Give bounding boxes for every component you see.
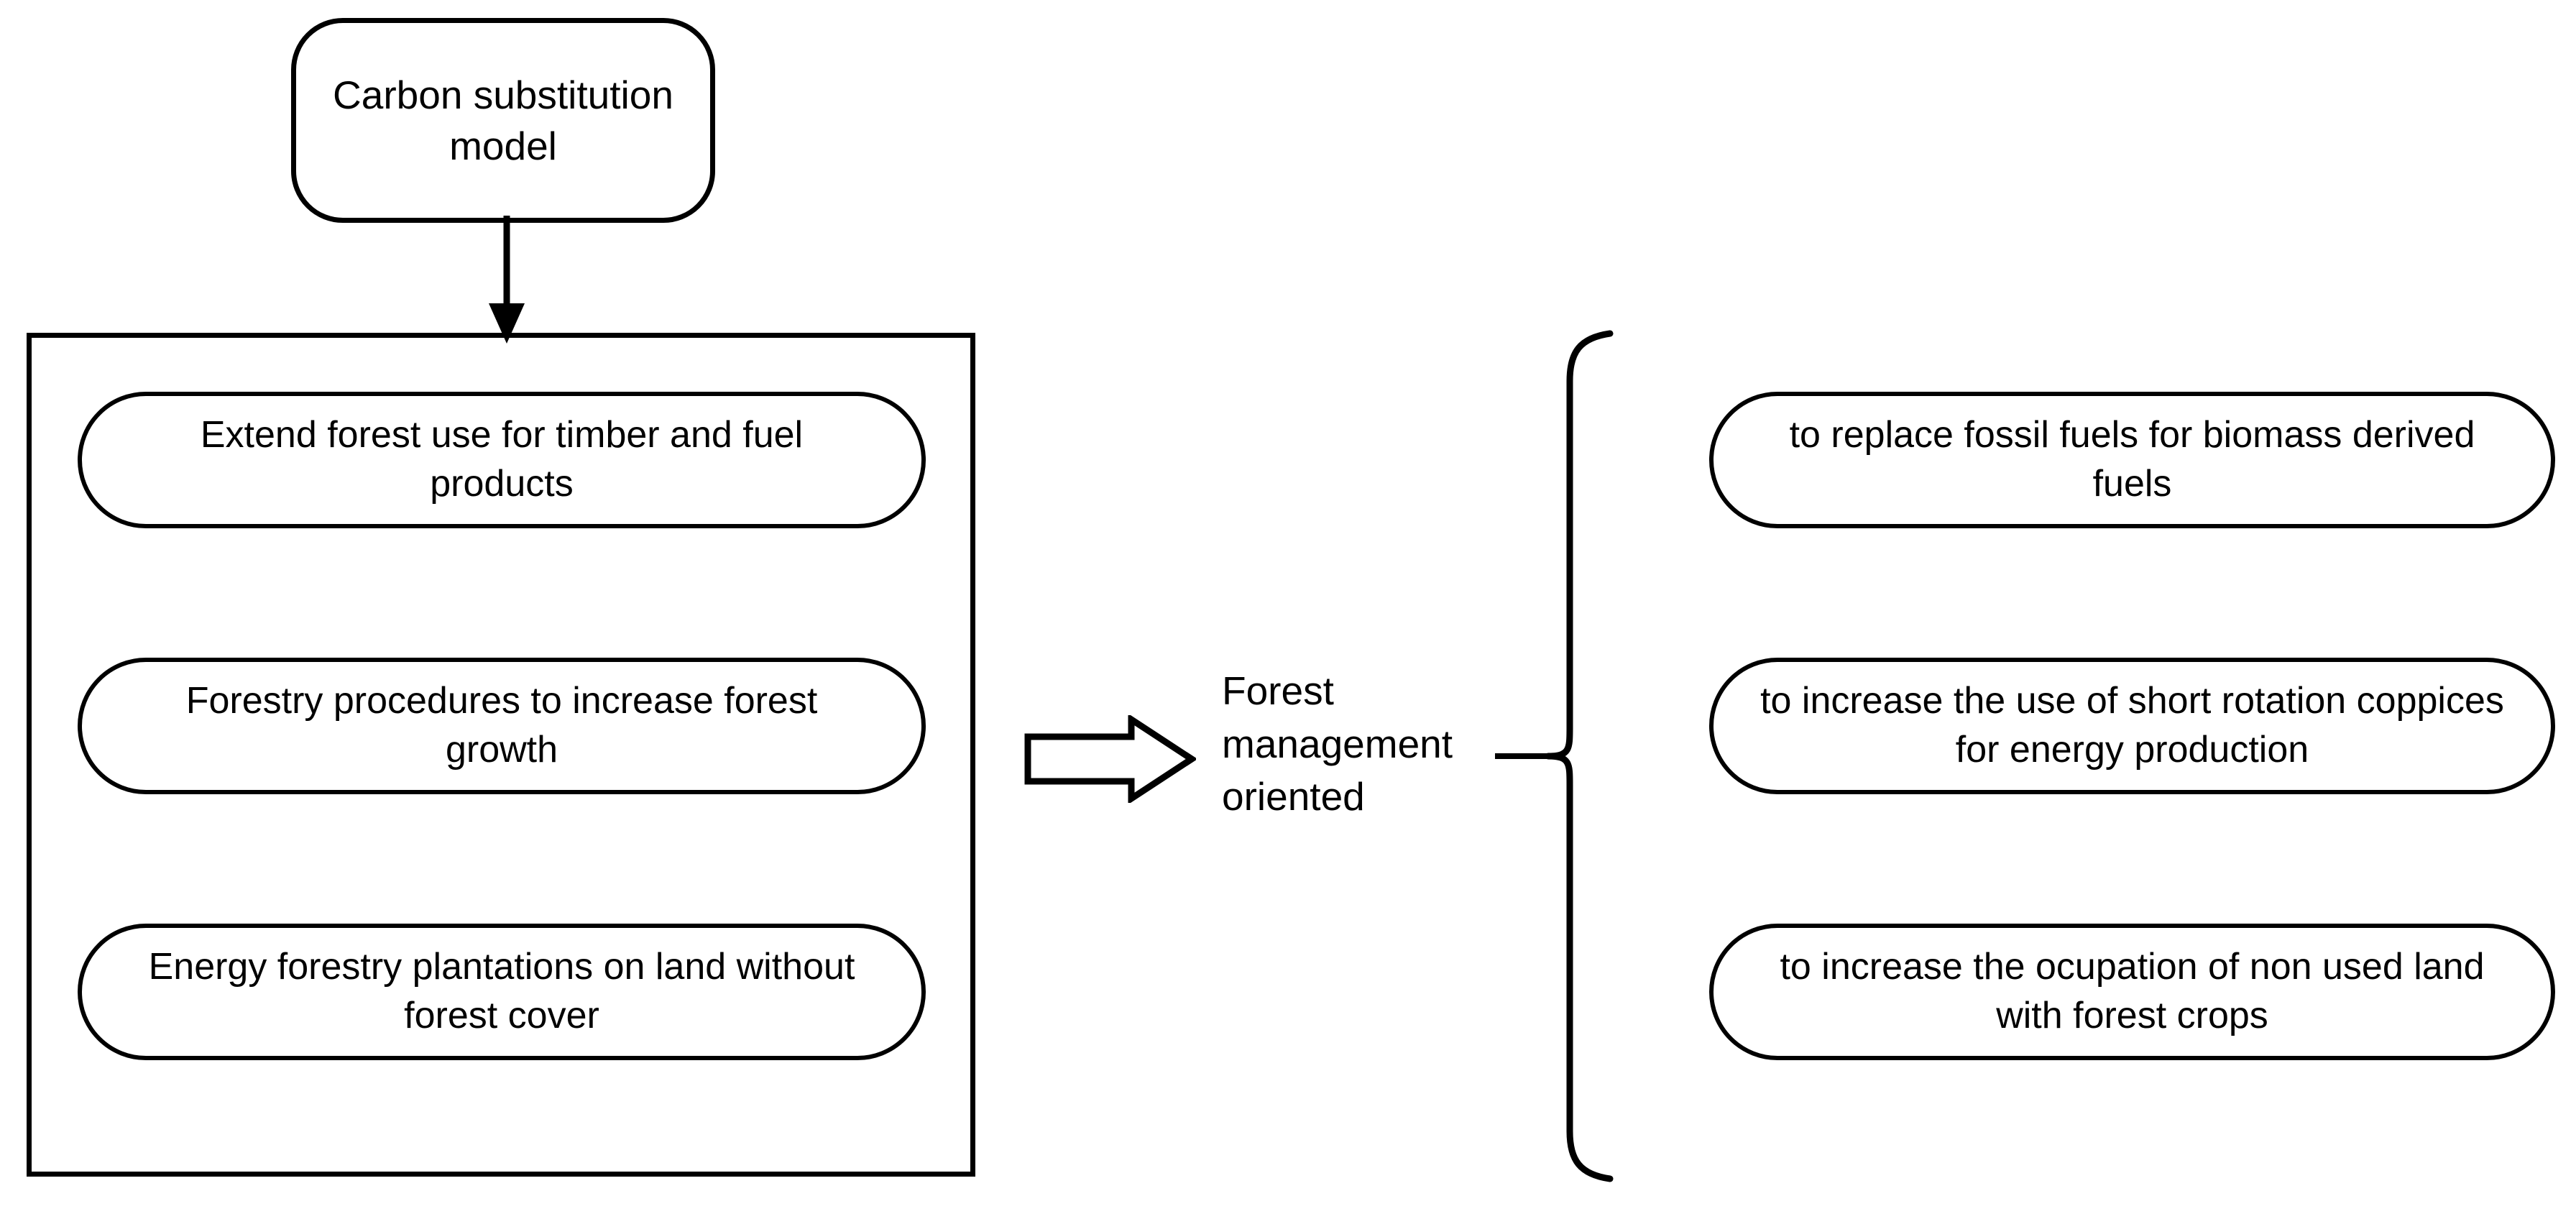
list-item-label: Energy forestry plantations on land with… — [148, 946, 855, 1036]
node-carbon-substitution-model[interactable]: Carbon substitution model — [291, 18, 715, 223]
list-item[interactable]: Extend forest use for timber and fuel pr… — [78, 392, 926, 528]
block-arrow-right-icon — [1024, 713, 1198, 805]
list-item[interactable]: Forestry procedures to increase forest g… — [78, 658, 926, 794]
list-item[interactable]: to increase the use of short rotation co… — [1709, 658, 2555, 794]
category-label: Forest management oriented — [1222, 668, 1453, 819]
arrow-down-icon — [474, 216, 539, 345]
group-box-forest-actions — [27, 333, 975, 1177]
list-item-label: to increase the ocupation of non used la… — [1780, 946, 2485, 1036]
list-item-label: to increase the use of short rotation co… — [1760, 680, 2504, 771]
list-item-label: Forestry procedures to increase forest g… — [185, 680, 818, 771]
list-item-label: to replace fossil fuels for biomass deri… — [1789, 414, 2475, 505]
node-carbon-substitution-model-label: Carbon substitution model — [333, 73, 673, 168]
list-item-label: Extend forest use for timber and fuel pr… — [200, 414, 804, 505]
curly-brace-right-icon — [1495, 323, 1639, 1200]
list-item[interactable]: to increase the ocupation of non used la… — [1709, 924, 2555, 1060]
list-item[interactable]: Energy forestry plantations on land with… — [78, 924, 926, 1060]
list-item[interactable]: to replace fossil fuels for biomass deri… — [1709, 392, 2555, 528]
